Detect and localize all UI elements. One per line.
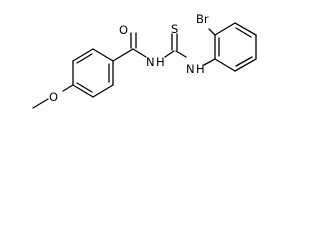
amide-hydrogen-label: H: [156, 55, 165, 69]
thiocarbonyl-to-nitrogen-bond: [175, 50, 187, 58]
methoxyphenyl-ring: [72, 48, 114, 98]
thione-sulfur-label: S: [171, 22, 178, 36]
methoxy-oxygen-label: O: [49, 90, 58, 104]
ring-bond: [72, 84, 94, 98]
carbonyl-group: O: [112, 23, 137, 62]
ring-bond: [214, 58, 236, 72]
nitrogen-to-thiocarbonyl-bond: [164, 50, 175, 58]
nitrogen-to-bromophenyl-bond: [203, 58, 216, 66]
ring-inner-double-bond: [76, 53, 93, 64]
thiocarbonyl-group: S: [171, 22, 178, 51]
methoxy-group: O: [32, 84, 74, 109]
ring-to-carbonyl-bond: [112, 48, 134, 62]
ring-bond: [92, 84, 114, 98]
methoxy-methyl-bond: [32, 98, 49, 109]
ring-bond: [214, 22, 236, 36]
carbonyl-oxygen-label: O: [119, 23, 128, 37]
ring-to-bromine-bond: [208, 28, 216, 36]
bromine-substituent: Br: [196, 12, 216, 36]
bromine-label: Br: [196, 12, 209, 26]
ring-to-methoxy-oxygen-bond: [62, 84, 74, 92]
thioamide-nh-group: N H: [175, 50, 216, 76]
amide-nitrogen-label: N: [146, 55, 155, 69]
thioamide-hydrogen-label: H: [196, 62, 205, 76]
ring-bond: [234, 22, 257, 36]
amide-nh-group: N H: [132, 48, 175, 69]
ring-inner-double-bond: [235, 56, 253, 67]
ring-inner-double-bond: [76, 82, 93, 93]
ring-bond: [92, 48, 114, 62]
chemical-structure-diagram: O O N H S N H: [32, 12, 257, 109]
carbonyl-to-nitrogen-bond: [132, 48, 147, 58]
thioamide-nitrogen-label: N: [186, 62, 195, 76]
ring-bond: [234, 58, 257, 72]
ring-bond: [72, 48, 94, 62]
ring-inner-double-bond: [235, 27, 252, 38]
bromophenyl-ring: [214, 22, 257, 72]
